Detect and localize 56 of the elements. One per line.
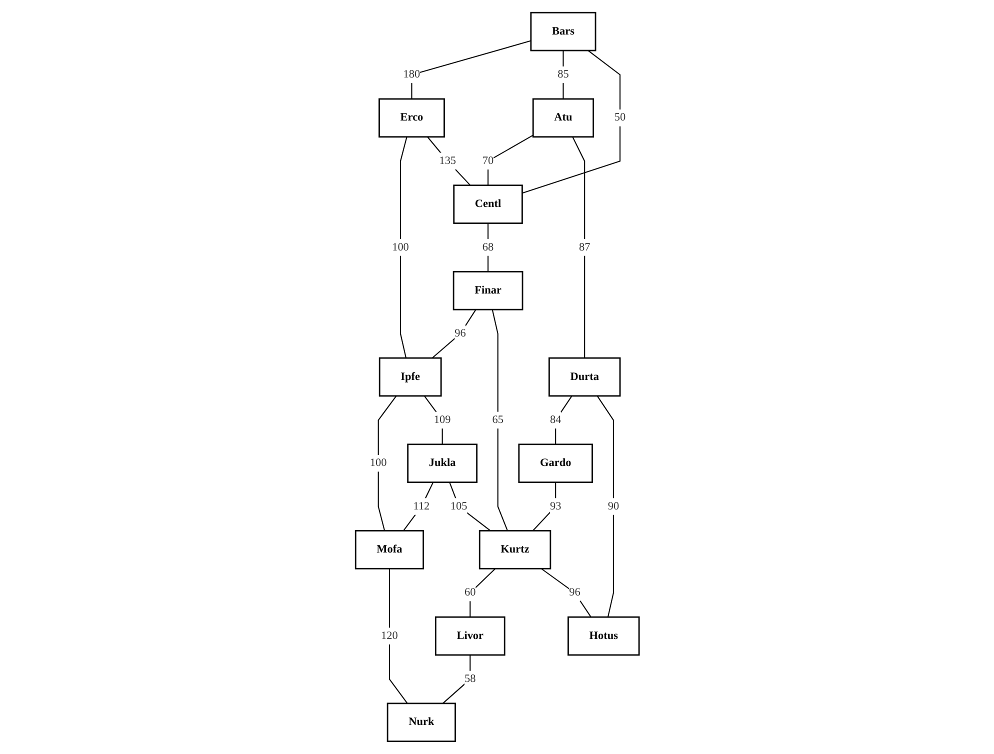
edge-label: 70	[482, 154, 494, 167]
edge-label: 180	[402, 68, 420, 80]
node-box: Finar	[452, 270, 523, 310]
node-box: Durta	[548, 357, 620, 397]
edge-label: 68	[482, 241, 494, 254]
edge-label: 85	[557, 68, 568, 80]
node-box: Kurtz	[478, 530, 551, 570]
node-box: Erco	[378, 98, 445, 138]
edge-label: 100	[392, 241, 409, 254]
edge-label: 109	[434, 414, 450, 426]
edge-label: 87	[578, 241, 590, 254]
connector	[492, 309, 508, 531]
node-box: Atu	[532, 98, 594, 138]
connector	[572, 136, 585, 358]
connector	[487, 134, 534, 186]
connector	[522, 50, 620, 194]
connector	[562, 50, 564, 99]
connector	[400, 136, 407, 358]
connector	[402, 482, 434, 532]
node-box: Gardo	[518, 444, 593, 483]
edge-label: 135	[438, 154, 456, 167]
edge-label: 50	[614, 112, 626, 124]
connector	[487, 223, 488, 272]
edge-label: 93	[550, 500, 561, 512]
connector	[448, 482, 490, 532]
connector	[442, 655, 470, 704]
edge-label: 105	[450, 500, 467, 512]
connector	[377, 396, 396, 531]
connector	[432, 309, 476, 358]
node-box: Hotus	[567, 616, 640, 656]
connector	[410, 40, 531, 99]
connector	[469, 568, 496, 618]
node-box: Jukla	[406, 444, 478, 483]
connector	[426, 136, 470, 186]
node-box: Ipfe	[378, 357, 442, 397]
connector	[532, 482, 556, 532]
edge-label: 84	[550, 414, 561, 426]
edge-label: 96	[568, 586, 580, 598]
connector	[554, 396, 572, 444]
edge-label: 58	[464, 672, 476, 685]
connector	[388, 568, 408, 704]
edge-label: 65	[492, 414, 504, 426]
edge-label: 120	[380, 630, 398, 642]
edge-label: 96	[454, 328, 466, 340]
connector	[596, 396, 614, 618]
edge-label: 112	[412, 500, 430, 512]
node-box: Livor	[434, 616, 505, 656]
edge-label: 60	[464, 586, 476, 598]
edge-label: 100	[370, 457, 386, 469]
node-box: Nurk	[386, 702, 456, 742]
node-box: Mofa	[354, 530, 424, 570]
node-box: Bars	[530, 12, 596, 52]
node-box: Centl	[452, 184, 523, 224]
connector	[540, 568, 592, 618]
connector	[424, 396, 442, 444]
edge-label: 90	[608, 500, 619, 512]
